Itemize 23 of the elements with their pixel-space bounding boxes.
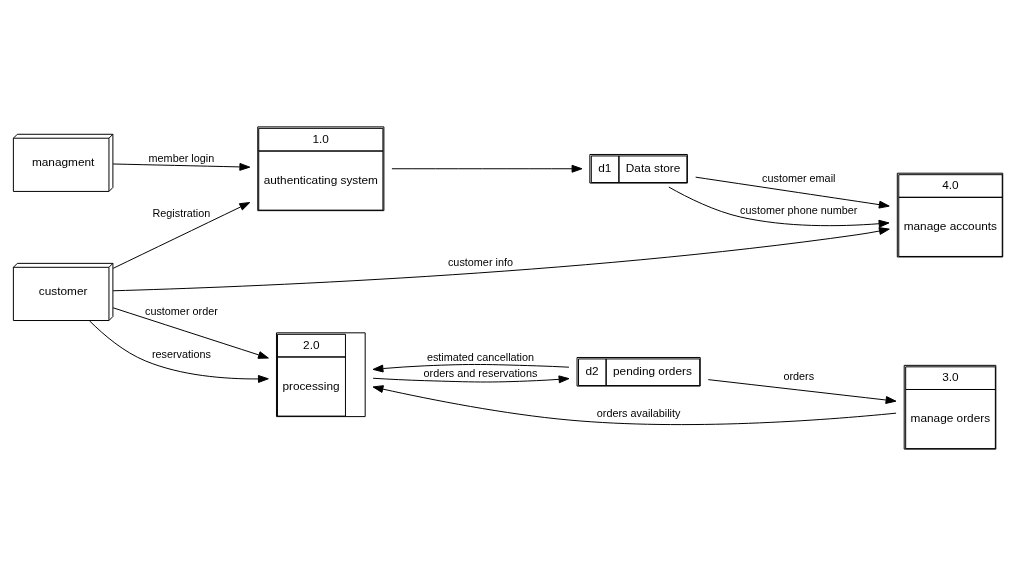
edge-label: orders — [783, 370, 815, 383]
edge-label: customer order — [144, 305, 218, 318]
arrow — [707, 379, 897, 404]
edge-label: reservations — [151, 347, 211, 360]
edge-label: orders and reservations — [423, 367, 538, 380]
arrow — [112, 162, 251, 171]
edge-label: Registration — [152, 206, 211, 219]
arrow — [668, 186, 890, 228]
edge-label: estimated cancellation — [426, 350, 535, 363]
arrow — [372, 364, 570, 373]
arrow — [112, 307, 269, 359]
edge-label: customer email — [762, 172, 836, 185]
arrow — [695, 176, 890, 209]
edge-label: customer phone number — [740, 203, 858, 216]
edge-label: member login — [148, 151, 215, 164]
edge-label: customer info — [447, 256, 513, 269]
arrow — [372, 375, 570, 384]
arrow — [112, 202, 251, 269]
arrow — [372, 385, 897, 426]
arrow — [391, 164, 583, 173]
arrow — [88, 320, 269, 383]
arrow — [112, 227, 890, 292]
edge-label: orders availability — [596, 406, 681, 419]
